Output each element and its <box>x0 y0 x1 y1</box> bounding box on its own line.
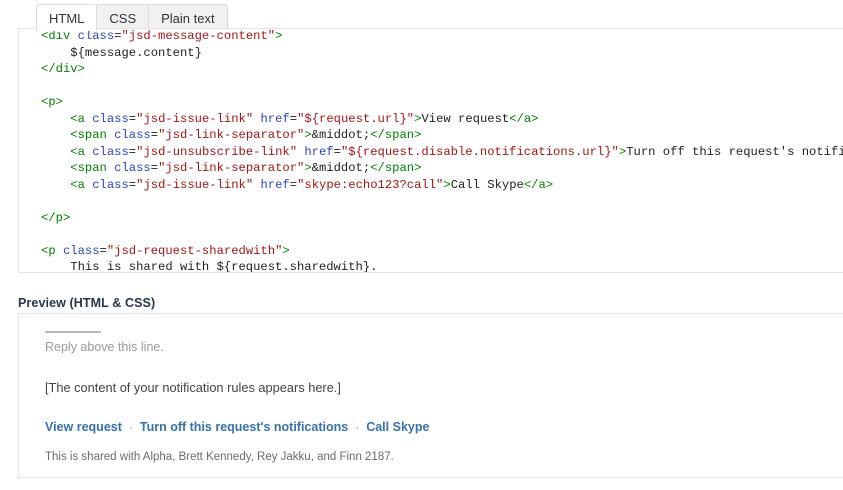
code-token-txt: Turn off this request's notifications <box>626 144 843 159</box>
code-token-tag: <p <box>41 243 63 258</box>
code-token-val: "jsd-unsubscribe-link" <box>136 144 298 159</box>
link-separator: · <box>128 420 133 434</box>
code-token-val: "skype:echo123?call" <box>297 177 444 192</box>
code-line: </div> <box>19 61 843 78</box>
code-line: <a class="jsd-unsubscribe-link" href="${… <box>19 144 843 161</box>
reply-divider-rule <box>45 331 101 333</box>
code-token-attr: class <box>92 177 129 192</box>
code-token-txt <box>41 128 70 142</box>
preview-heading: Preview (HTML & CSS) <box>18 296 156 310</box>
preview-panel: Reply above this line. [The content of y… <box>18 313 843 478</box>
preview-links-row: View request · Turn off this request's not… <box>45 420 429 434</box>
tab-plain-text[interactable]: Plain text <box>148 4 228 31</box>
code-token-tag: </span> <box>370 128 422 142</box>
code-token-eq: = <box>128 177 137 192</box>
code-token-tag: </span> <box>370 161 422 175</box>
code-line: <p class="jsd-request-sharedwith"> <box>19 243 843 260</box>
code-token-tag: </p> <box>41 210 71 225</box>
reply-above-line-text: Reply above this line. <box>45 340 164 354</box>
code-token-eq: = <box>150 128 159 142</box>
code-line <box>19 78 843 95</box>
code-token-val: "jsd-link-separator" <box>158 161 305 175</box>
code-token-tag: </a> <box>523 177 554 192</box>
preview-link-call-skype[interactable]: Call Skype <box>366 420 430 434</box>
code-token-val: "jsd-issue-link" <box>136 177 254 192</box>
preview-link-turn-off-this-request-s-notifications[interactable]: Turn off this request's notifications <box>139 420 349 434</box>
code-token-tag: </a> <box>509 111 539 126</box>
code-token-tag: > <box>414 111 422 126</box>
code-token-tag: > <box>282 243 290 258</box>
code-token-attr: class <box>114 161 151 175</box>
code-token-val: "jsd-message-content" <box>121 29 276 43</box>
code-line <box>19 226 843 243</box>
code-token-tag: <p> <box>41 95 63 109</box>
code-token-attr: href <box>304 144 334 159</box>
code-token-tag: <a <box>70 111 93 126</box>
code-line <box>19 193 843 210</box>
code-token-attr: href <box>260 111 290 126</box>
code-token-attr: class <box>92 144 129 159</box>
code-token-tag: > <box>618 144 627 159</box>
code-token-txt: &middot; <box>311 128 371 142</box>
code-token-tag: <span <box>70 128 115 142</box>
code-token-txt <box>41 112 70 126</box>
tab-html[interactable]: HTML <box>36 4 98 31</box>
code-token-val: "jsd-request-sharedwith" <box>106 243 283 258</box>
code-token-eq: = <box>289 111 298 126</box>
code-token-txt: This is shared with ${request.sharedwith… <box>41 260 378 273</box>
code-token-tag: > <box>304 161 312 175</box>
code-line: This is shared with ${request.sharedwith… <box>19 259 843 273</box>
code-line: <p> <box>19 94 843 111</box>
tab-css[interactable]: CSS <box>96 4 150 31</box>
code-token-tag: </div> <box>41 62 85 76</box>
code-token-eq: = <box>333 144 341 159</box>
code-lines-container: <div class="jsd-message-content"> ${mess… <box>19 29 843 273</box>
code-token-tag: <div <box>41 29 78 43</box>
code-token-attr: href <box>260 177 290 192</box>
code-token-attr: class <box>92 111 129 126</box>
code-line: ${message.content} <box>19 45 843 62</box>
html-source-editor[interactable]: <div class="jsd-message-content"> ${mess… <box>18 28 843 273</box>
preview-link-view-request[interactable]: View request <box>45 420 122 434</box>
code-token-val: "jsd-issue-link" <box>136 111 254 126</box>
code-line: <span class="jsd-link-separator">&middot… <box>19 127 843 144</box>
code-token-txt <box>41 161 70 175</box>
code-token-txt <box>41 145 70 159</box>
code-token-tag: > <box>275 29 283 43</box>
code-token-tag: > <box>443 177 451 192</box>
code-token-txt: ${message.content} <box>41 45 202 60</box>
code-token-attr: class <box>114 128 151 142</box>
code-line: <a class="jsd-issue-link" href="${reques… <box>19 111 843 128</box>
code-token-tag: <a <box>70 144 93 159</box>
code-token-tag: <span <box>70 161 115 175</box>
notification-content-placeholder: [The content of your notification rules … <box>45 380 341 395</box>
code-token-val: "jsd-link-separator" <box>158 128 305 142</box>
code-token-eq: = <box>114 29 122 43</box>
code-token-tag: > <box>304 128 312 142</box>
code-line: </p> <box>19 210 843 227</box>
code-token-eq: = <box>128 111 137 126</box>
code-token-attr: class <box>62 243 100 258</box>
code-token-attr: class <box>77 29 115 43</box>
code-token-tag: <a <box>70 177 93 192</box>
code-token-eq: = <box>289 177 298 192</box>
code-line: <a class="jsd-issue-link" href="skype:ec… <box>19 177 843 194</box>
code-token-txt: Call Skype <box>450 177 524 192</box>
code-token-eq: = <box>99 243 107 258</box>
code-line: <span class="jsd-link-separator">&middot… <box>19 160 843 177</box>
code-token-eq: = <box>128 144 137 159</box>
code-token-txt: View request <box>421 111 510 126</box>
link-separator: · <box>355 420 360 434</box>
code-line: <div class="jsd-message-content"> <box>19 29 843 45</box>
code-token-txt: &middot; <box>311 161 371 175</box>
code-token-txt <box>41 178 70 192</box>
code-token-val: "${request.url}" <box>297 111 415 126</box>
code-token-eq: = <box>150 161 159 175</box>
code-token-val: "${request.disable.notifications.url}" <box>340 144 619 159</box>
shared-with-text: This is shared with Alpha, Brett Kennedy… <box>45 451 394 463</box>
